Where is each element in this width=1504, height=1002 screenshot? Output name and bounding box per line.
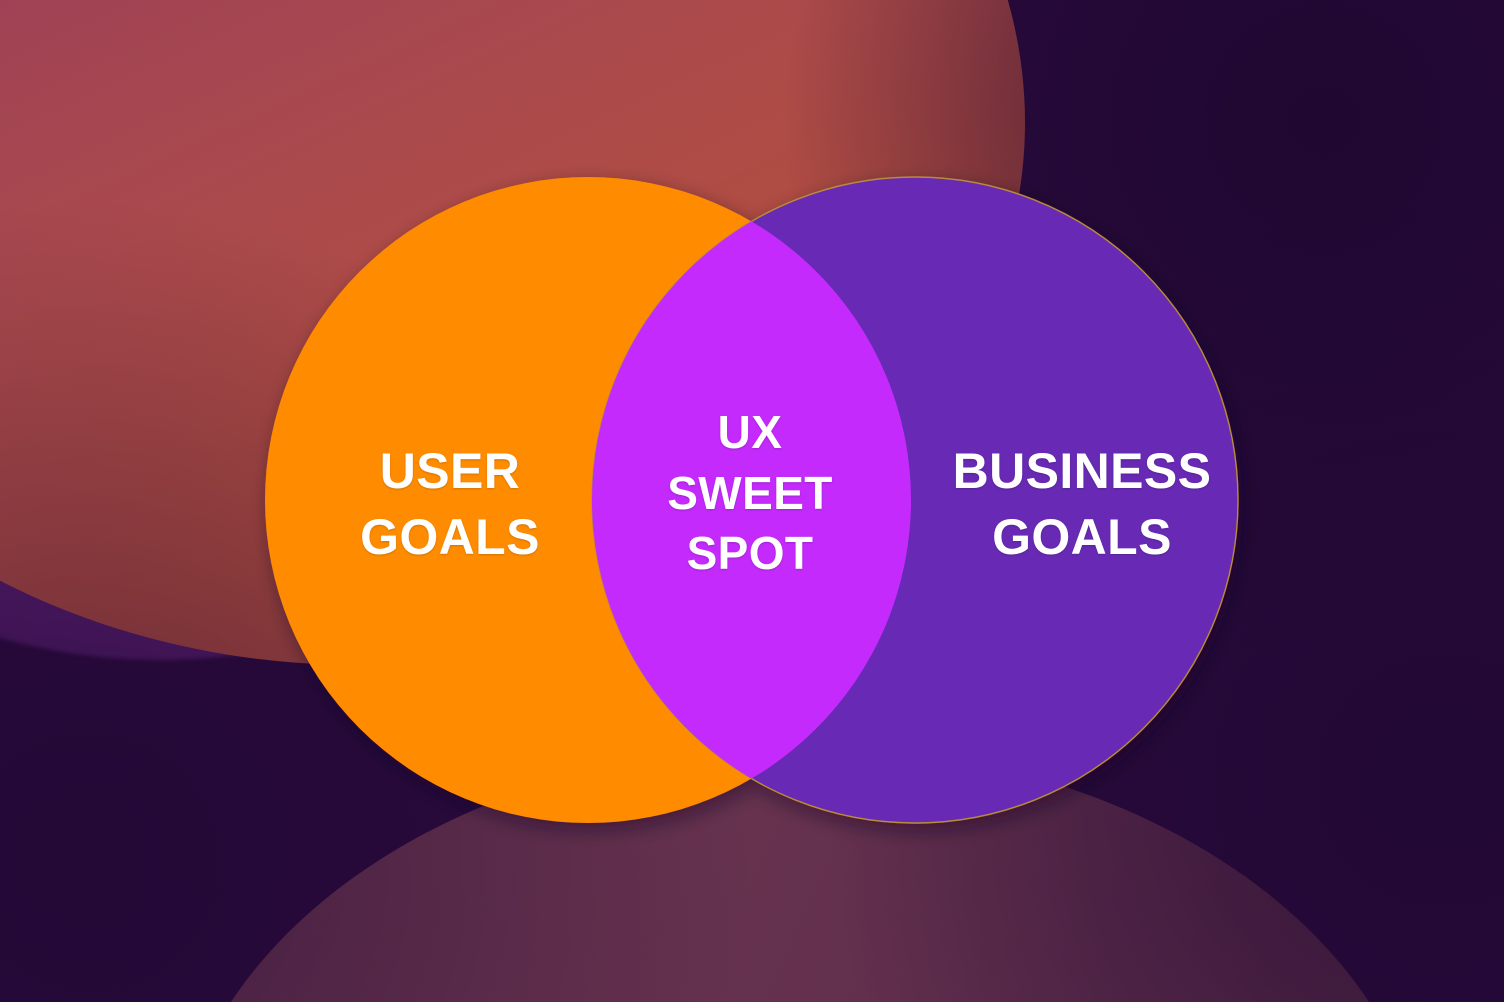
venn-label-user-goals: USER GOALS bbox=[360, 443, 540, 565]
venn-label-ux-sweet-spot: UX SWEET SPOT bbox=[667, 406, 833, 580]
venn-label-business-goals: BUSINESS GOALS bbox=[952, 443, 1212, 565]
venn-intersection-lens[interactable] bbox=[592, 177, 1238, 823]
